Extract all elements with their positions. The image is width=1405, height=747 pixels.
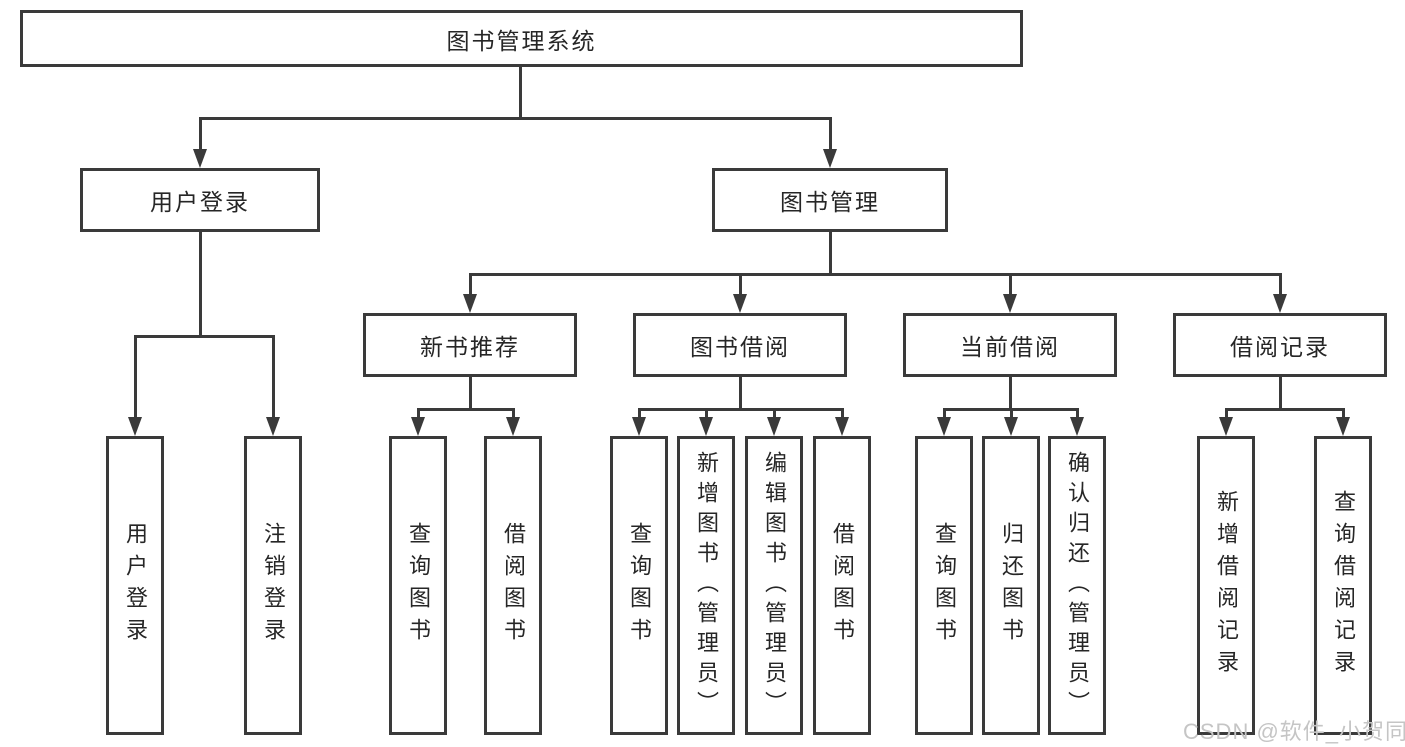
connector-line [199,117,202,152]
leaf-query-books-3-label: 查询图书 [932,521,957,650]
node-book-management: 图书管理 [712,168,948,232]
arrowhead [767,417,781,436]
node-borrowing-records: 借阅记录 [1173,313,1387,377]
arrowhead [835,417,849,436]
connector-line [417,408,420,420]
leaf-query-books-1: 查询图书 [389,436,447,735]
arrowhead [193,149,207,168]
leaf-borrow-books-2-label: 借阅图书 [830,521,855,650]
connector-line [469,273,1282,276]
arrowhead [1273,294,1287,313]
arrowhead [411,417,425,436]
node-current-borrowing: 当前借阅 [903,313,1117,377]
connector-line [1342,408,1345,420]
leaf-query-books-2-label: 查询图书 [627,521,652,650]
connector-line [1076,408,1079,420]
connector-line [1225,408,1228,420]
connector-line [134,335,137,419]
leaf-user-login-label: 用户登录 [123,521,148,650]
connector-line [1279,377,1282,411]
arrowhead [1336,417,1350,436]
node-borrowing-records-label: 借阅记录 [1230,334,1330,360]
connector-line [199,117,832,120]
arrowhead [506,417,520,436]
leaf-user-login: 用户登录 [106,436,164,735]
connector-line [512,408,515,420]
node-new-book-recommend: 新书推荐 [363,313,577,377]
arrowhead [733,294,747,313]
arrowhead [1070,417,1084,436]
arrowhead [1003,294,1017,313]
leaf-borrow-books-1: 借阅图书 [484,436,542,735]
connector-line [469,377,472,411]
node-book-borrowing-label: 图书借阅 [690,334,790,360]
leaf-add-books-admin-label: 新增图书（管理员） [694,450,719,721]
arrowhead [699,417,713,436]
leaf-return-books: 归还图书 [982,436,1040,735]
leaf-query-books-1-label: 查询图书 [406,521,431,650]
leaf-return-books-label: 归还图书 [999,521,1024,650]
arrowhead [937,417,951,436]
node-current-borrowing-label: 当前借阅 [960,334,1060,360]
node-book-borrowing: 图书借阅 [633,313,847,377]
connector-line [1010,408,1013,420]
leaf-add-borrow-record: 新增借阅记录 [1197,436,1255,735]
arrowhead [823,149,837,168]
leaf-edit-books-admin: 编辑图书（管理员） [745,436,803,735]
connector-line [199,232,202,338]
leaf-borrow-books-2: 借阅图书 [813,436,871,735]
connector-line [829,232,832,276]
connector-line [841,408,844,420]
connector-line [469,273,472,298]
node-root-label: 图书管理系统 [446,27,597,54]
connector-line [705,408,708,420]
connector-line [773,408,776,420]
connector-line [519,67,522,117]
connector-line [272,335,275,419]
connector-line [739,273,742,298]
connector-line [417,408,515,411]
connector-line [829,117,832,152]
leaf-query-borrow-record: 查询借阅记录 [1314,436,1372,735]
node-user-login-label: 用户登录 [150,189,250,215]
arrowhead [632,417,646,436]
connector-line [1279,273,1282,298]
connector-line [739,377,742,411]
node-user-login: 用户登录 [80,168,320,232]
node-book-management-label: 图书管理 [780,189,880,215]
node-root: 图书管理系统 [20,10,1023,67]
arrowhead [1004,417,1018,436]
connector-line [638,408,844,411]
leaf-add-books-admin: 新增图书（管理员） [677,436,735,735]
leaf-logout-label: 注销登录 [261,521,286,650]
arrowhead [463,294,477,313]
node-new-book-recommend-label: 新书推荐 [420,334,520,360]
leaf-query-books-2: 查询图书 [610,436,668,735]
leaf-logout: 注销登录 [244,436,302,735]
connector-line [1009,377,1012,411]
connector-line [638,408,641,420]
leaf-borrow-books-1-label: 借阅图书 [501,521,526,650]
connector-line [134,335,275,338]
connector-line [1225,408,1345,411]
leaf-confirm-return-admin: 确认归还（管理员） [1048,436,1106,735]
connector-line [1009,273,1012,298]
leaf-add-borrow-record-label: 新增借阅记录 [1214,489,1239,682]
arrowhead [128,417,142,436]
watermark: CSDN @软件_小贺同学 [1183,719,1405,744]
leaf-query-borrow-record-label: 查询借阅记录 [1331,489,1356,682]
leaf-query-books-3: 查询图书 [915,436,973,735]
arrowhead [1219,417,1233,436]
connector-line [943,408,946,420]
arrowhead [266,417,280,436]
leaf-edit-books-admin-label: 编辑图书（管理员） [762,450,787,721]
leaf-confirm-return-admin-label: 确认归还（管理员） [1065,450,1090,721]
